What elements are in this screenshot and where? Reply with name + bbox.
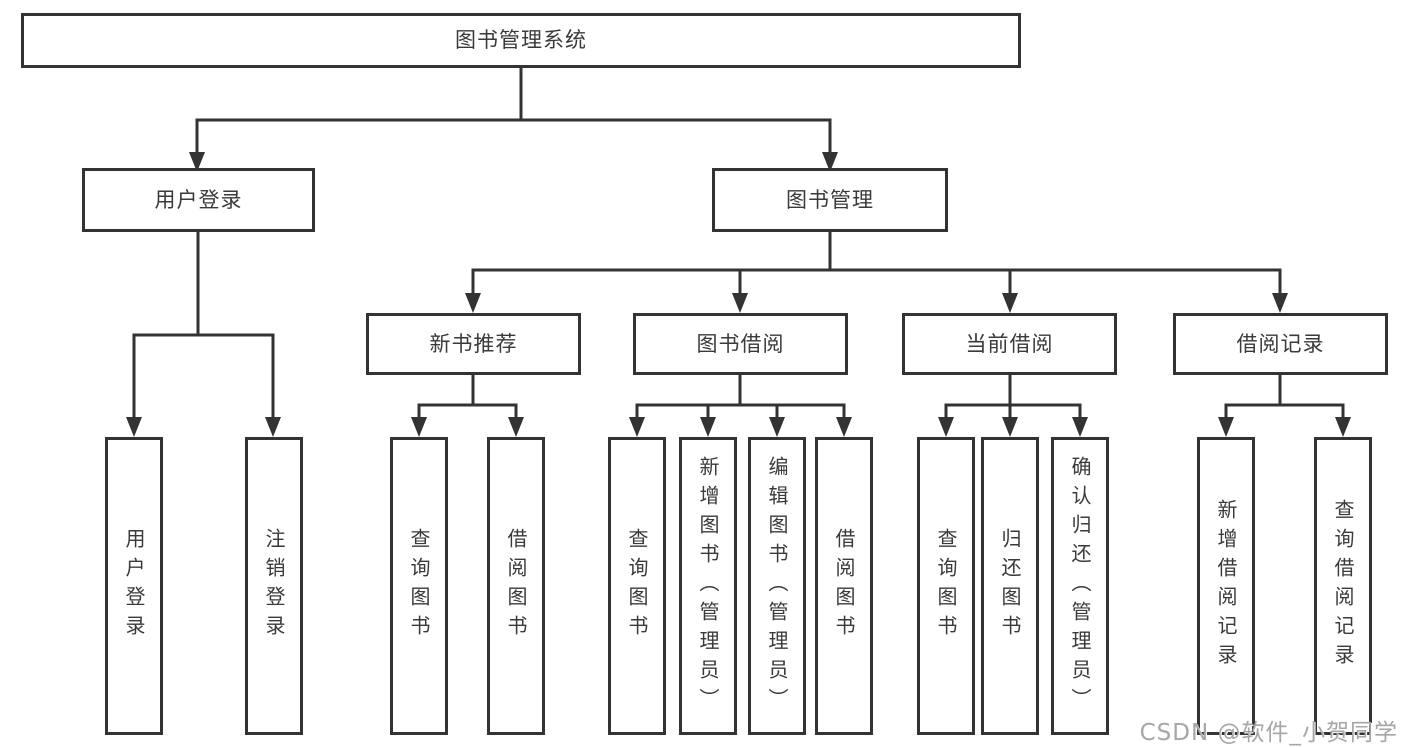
watermark-text: CSDN @软件_小贺同学	[1139, 720, 1398, 746]
leaf-logout: 注销登录	[245, 437, 303, 735]
leaf-borrow-books-recommend: 借阅图书	[487, 437, 545, 735]
connector-user-login-to-leaves	[126, 232, 281, 437]
node-library-management-system: 图书管理系统	[21, 13, 1021, 68]
leaf-query-borrow-record: 查询借阅记录	[1314, 437, 1372, 735]
connector-bar	[132, 333, 275, 417]
arrowhead	[732, 293, 748, 313]
connector-root-to-branches	[189, 68, 838, 172]
arrowhead	[822, 152, 838, 172]
leaf-edit-books-admin: 编辑图书（管理员）	[748, 437, 806, 735]
leaf-borrow-books: 借阅图书	[815, 437, 873, 735]
connector-borrow-record-to-leaves	[1218, 375, 1351, 437]
connector-new-book-to-leaves	[411, 375, 524, 437]
arrowhead	[126, 417, 142, 437]
connector-bar	[1224, 403, 1345, 417]
arrowhead	[1218, 417, 1234, 437]
node-new-book-recommend: 新书推荐	[366, 313, 581, 375]
connector-bar	[635, 403, 846, 417]
leaf-add-borrow-record: 新增借阅记录	[1197, 437, 1255, 735]
node-user-login-branch: 用户登录	[82, 168, 315, 232]
arrowhead	[836, 417, 852, 437]
arrowhead	[1072, 417, 1088, 437]
node-current-borrow: 当前借阅	[902, 313, 1117, 375]
arrowhead	[1272, 293, 1288, 313]
leaf-add-books-admin: 新增图书（管理员）	[679, 437, 737, 735]
connector-book-management-to-groups	[465, 232, 1288, 313]
connector-bar	[471, 268, 1282, 293]
leaf-user-login: 用户登录	[105, 437, 163, 735]
node-borrow-record: 借阅记录	[1173, 313, 1388, 375]
connector-current-borrow-to-leaves	[938, 375, 1088, 437]
arrowhead	[265, 417, 281, 437]
arrowhead	[769, 417, 785, 437]
leaf-confirm-return-admin: 确认归还（管理员）	[1051, 437, 1109, 735]
node-book-management-branch: 图书管理	[712, 168, 948, 232]
arrowhead	[508, 417, 524, 437]
leaf-query-books-current: 查询图书	[917, 437, 975, 735]
connector-bar	[417, 403, 518, 417]
leaf-return-books: 归还图书	[981, 437, 1039, 735]
arrowhead	[938, 417, 954, 437]
arrowhead	[411, 417, 427, 437]
node-book-borrow: 图书借阅	[633, 313, 848, 375]
arrowhead	[1002, 417, 1018, 437]
leaf-query-books-borrow: 查询图书	[608, 437, 666, 735]
arrowhead	[629, 417, 645, 437]
arrowhead	[1335, 417, 1351, 437]
connector-book-borrow-to-leaves	[629, 375, 852, 437]
arrowhead	[1002, 293, 1018, 313]
arrowhead	[465, 293, 481, 313]
connector-bar	[944, 403, 1082, 417]
arrowhead	[189, 152, 205, 172]
arrowhead	[700, 417, 716, 437]
leaf-query-books-recommend: 查询图书	[390, 437, 448, 735]
connector-root-bar	[195, 118, 832, 152]
